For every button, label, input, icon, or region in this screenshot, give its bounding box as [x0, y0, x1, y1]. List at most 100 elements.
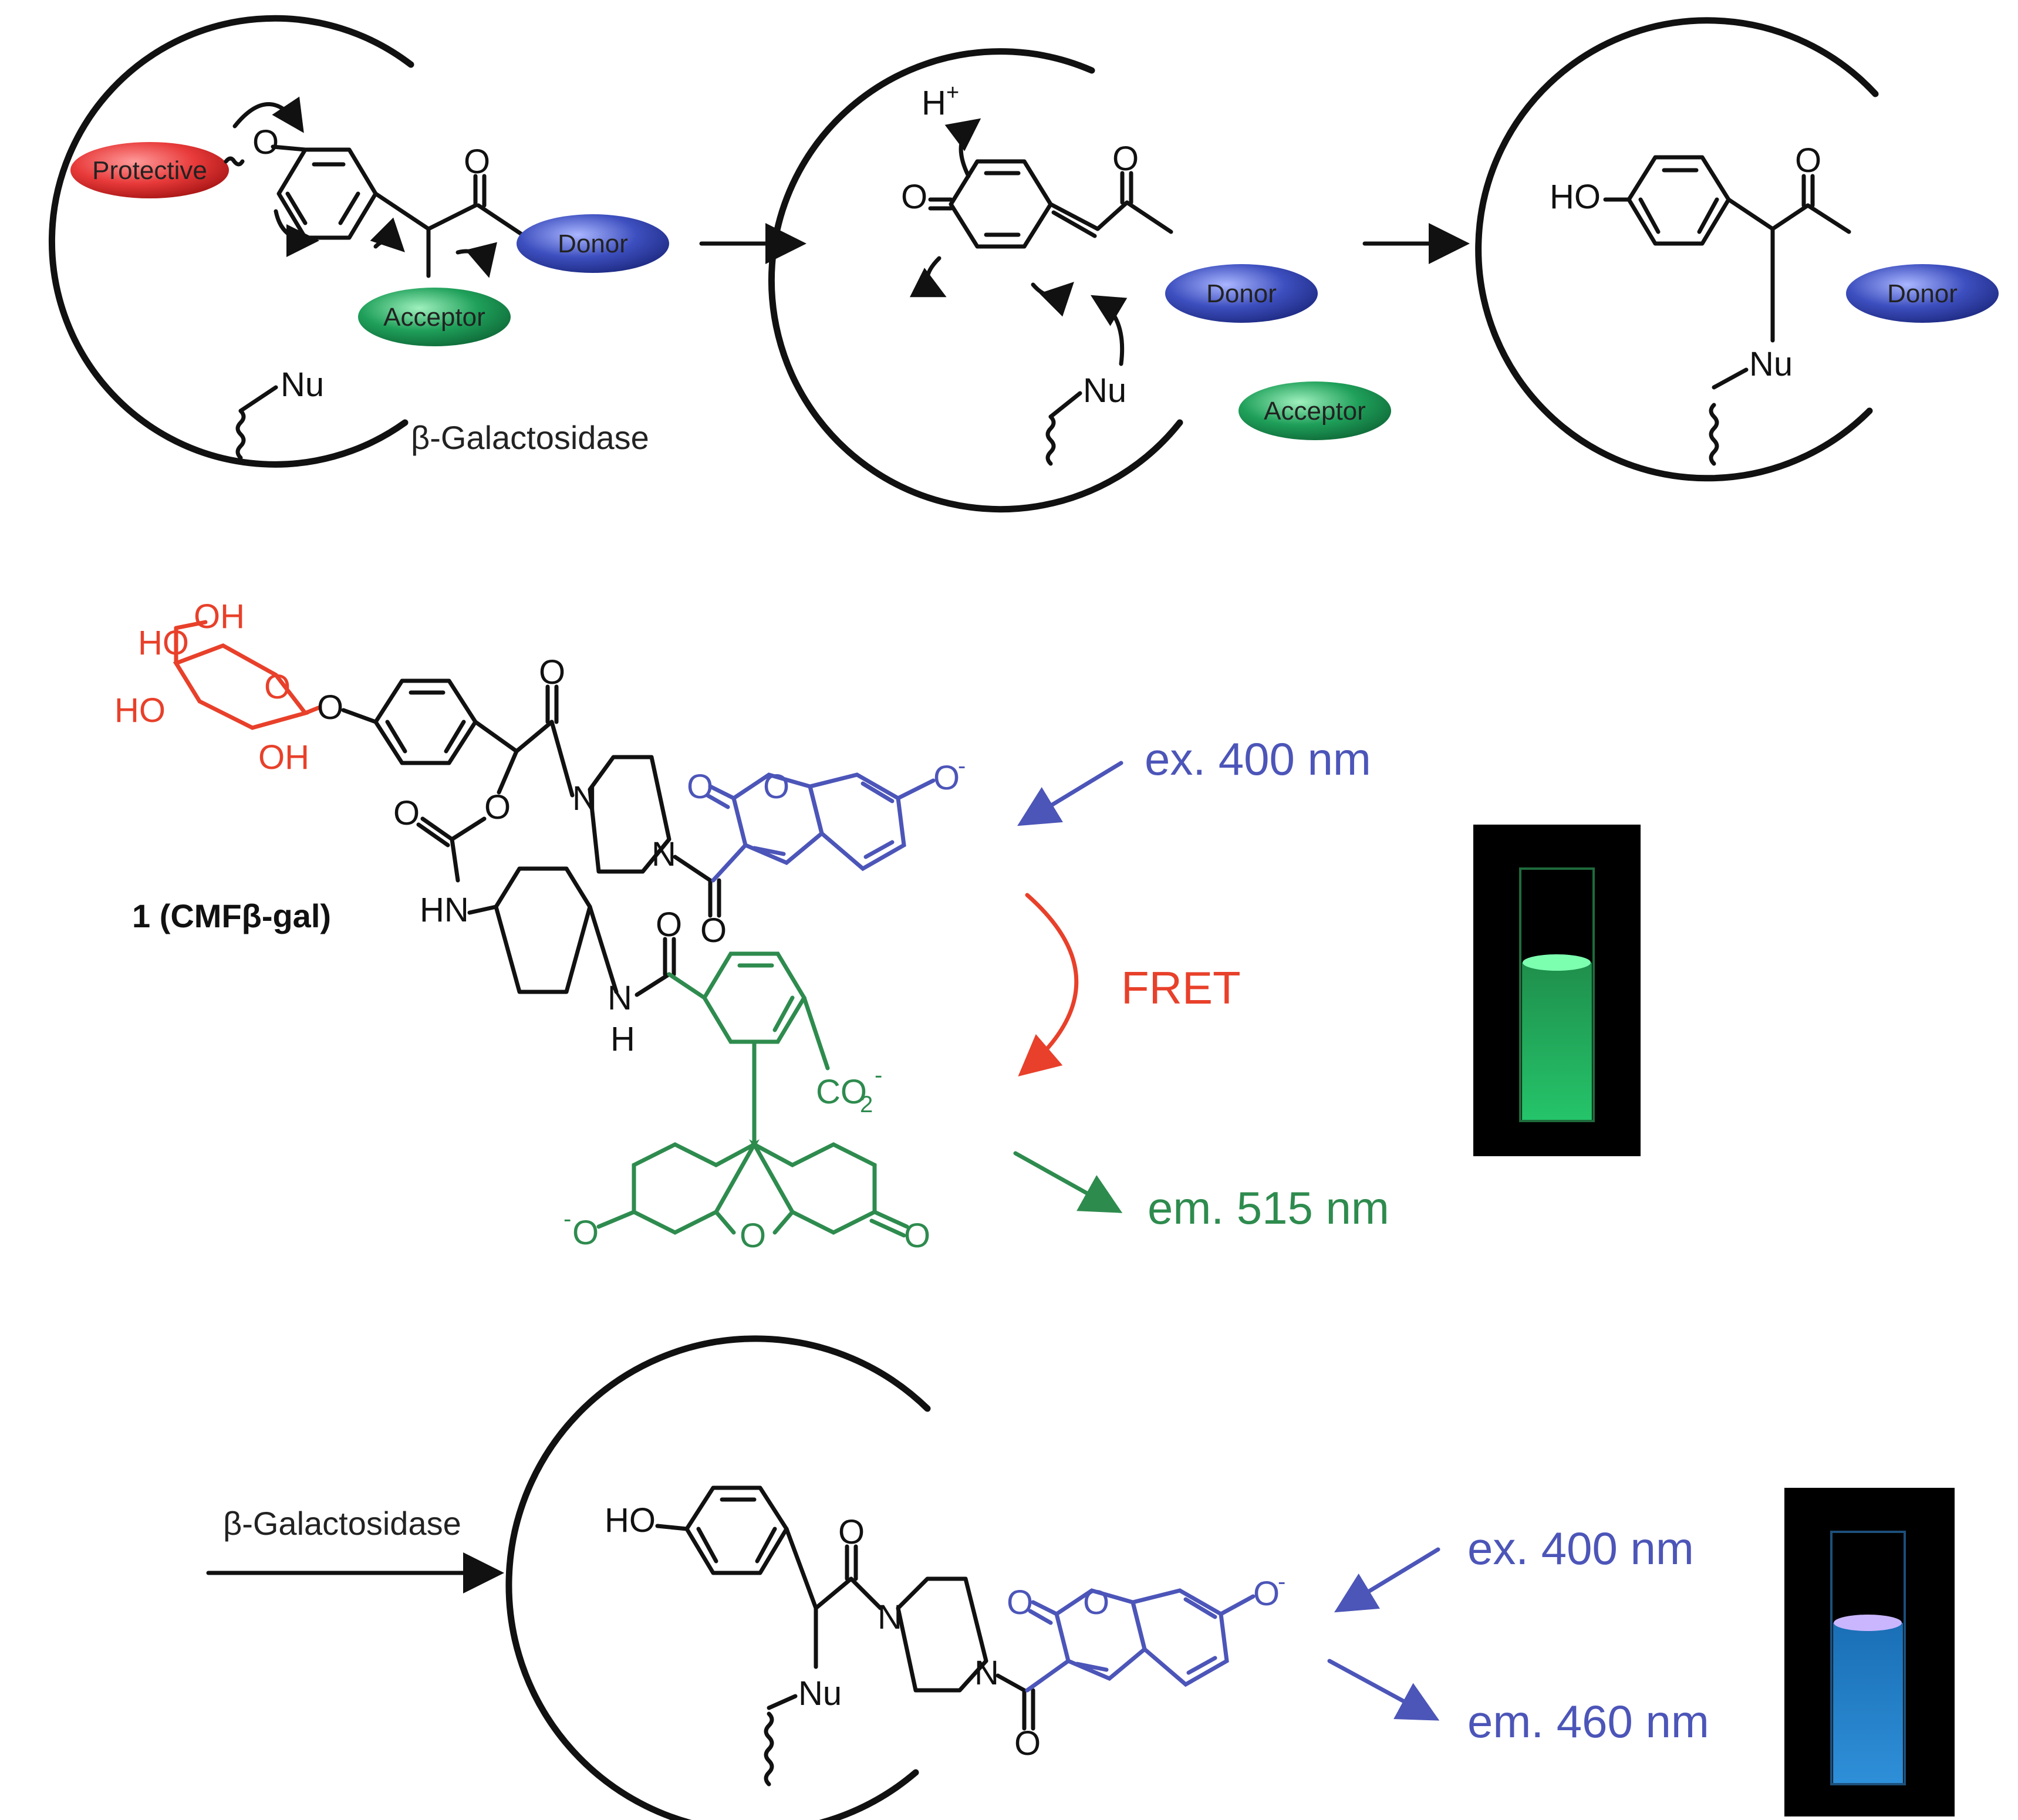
atom-nu: Nu — [1083, 372, 1126, 410]
charge-minus: - — [958, 753, 966, 779]
atom-o: O — [901, 178, 927, 216]
excitation-label: ex. 400 nm — [1145, 733, 1371, 785]
atom-carbonyl-o: O — [1795, 141, 1821, 180]
enzyme-pocket — [505, 1335, 931, 1820]
co2-subscript: 2 — [860, 1092, 873, 1117]
fluorescein-unit: CO 2 - O O - O — [563, 951, 930, 1255]
mechanism-step-1: Protective O O Donor Acceptor Nu β-Galac… — [48, 15, 669, 468]
cuvette-green-photo — [1473, 825, 1641, 1156]
coumarin-unit: O O O - — [1007, 1569, 1285, 1693]
atom-co2: CO — [816, 1073, 867, 1111]
acceptor-pill — [1239, 381, 1391, 440]
wavy-bond — [224, 156, 245, 167]
atom-n-2: N — [652, 835, 676, 873]
excitation-arrow — [1334, 1547, 1440, 1613]
cyclohexyl-ring — [494, 866, 592, 994]
wavy-chain — [235, 408, 246, 460]
protective-pill — [70, 142, 229, 198]
curved-arrow — [909, 256, 947, 298]
atom-ho-2: HO — [114, 691, 166, 730]
benzene-ring — [276, 147, 378, 240]
atom-ring-o: O — [1083, 1583, 1109, 1622]
curved-arrow — [944, 118, 981, 178]
piperazine-ring — [896, 1576, 988, 1693]
acceptor-pill — [358, 288, 511, 346]
atom-carbonyl-o: O — [539, 653, 565, 691]
atom-ring-o: O — [763, 768, 789, 806]
donor-label: Donor — [1887, 279, 1958, 308]
piperazine-ring — [588, 755, 671, 874]
atom-h: H — [922, 84, 946, 122]
curved-arrow — [232, 96, 304, 133]
curved-arrow — [455, 242, 497, 278]
cuvette-blue-photo — [1784, 1488, 1955, 1816]
galactose-unit: OH HO HO OH O — [114, 597, 322, 776]
atom-nu: Nu — [281, 366, 324, 404]
atom-amide-o: O — [700, 911, 727, 950]
curved-arrow — [1031, 282, 1074, 317]
charge-minus: - — [1278, 1569, 1285, 1595]
emission-label-2: em. 460 nm — [1467, 1696, 1709, 1747]
wavy-chain — [764, 1711, 774, 1787]
curved-arrow — [1090, 295, 1128, 366]
atom-oh-bottom: OH — [258, 738, 309, 776]
atom-phenolate-o: O — [572, 1214, 599, 1252]
enzyme-label: β-Galactosidase — [411, 419, 649, 456]
emission-label: em. 515 nm — [1148, 1182, 1389, 1234]
atom-amide-h: H — [610, 1020, 635, 1058]
atom-carbonyl-o: O — [1112, 140, 1139, 178]
donor-label: Donor — [1206, 279, 1277, 308]
donor-label: Donor — [558, 229, 628, 258]
probe-structure: OH HO HO OH O O O N N O — [114, 597, 966, 1255]
atom-carbonyl-o: O — [464, 143, 490, 181]
product-structure: HO O N N O Nu O O — [505, 1335, 1285, 1820]
emission-arrow — [1013, 1151, 1123, 1213]
donor-pill — [1846, 264, 1999, 323]
excitation-label-2: ex. 400 nm — [1467, 1522, 1694, 1574]
protective-label: Protective — [92, 156, 207, 185]
atom-ketone-o: O — [904, 1217, 930, 1255]
compound-label: 1 (CMFβ-gal) — [132, 897, 331, 934]
donor-pill — [1165, 264, 1318, 323]
enzyme-arrow-label: β-Galactosidase — [223, 1505, 461, 1542]
acceptor-label: Acceptor — [383, 303, 485, 332]
charge-minus: - — [563, 1206, 571, 1232]
fret-label: FRET — [1121, 962, 1241, 1014]
atom-nu: Nu — [1749, 345, 1793, 383]
acceptor-label: Acceptor — [1264, 397, 1366, 426]
enzyme-pocket — [768, 48, 1183, 513]
charge-minus: - — [875, 1062, 882, 1088]
atom-n-2: N — [974, 1654, 999, 1692]
atom-ho: HO — [605, 1501, 656, 1539]
atom-o-glycosidic: O — [317, 688, 343, 727]
atom-lactone-o: O — [687, 768, 713, 806]
mechanism-step-2: H + O O Donor Nu Acceptor — [768, 48, 1391, 513]
charge-plus: + — [946, 80, 959, 105]
mechanism-step-3: HO O Donor Nu — [1475, 17, 1999, 482]
atom-amide-n: N — [608, 979, 632, 1017]
atom-oh-top: OH — [194, 597, 245, 636]
atom-hn: HN — [420, 891, 469, 929]
atom-carbamate-o: O — [393, 794, 420, 832]
atom-amide-o: O — [1014, 1724, 1041, 1762]
atom-lactone-o: O — [1007, 1583, 1033, 1622]
fret-arrow — [1018, 893, 1079, 1077]
enzyme-pocket — [48, 15, 414, 468]
atom-ho-1: HO — [138, 624, 189, 662]
atom-amide2-o: O — [656, 906, 682, 944]
atom-ester-o: O — [484, 788, 511, 826]
atom-xanthene-o: O — [740, 1217, 766, 1255]
emission-arrow — [1327, 1659, 1440, 1721]
coumarin-unit: O O O - — [687, 753, 966, 883]
donor-pill — [517, 214, 669, 273]
atom-nu: Nu — [798, 1674, 842, 1713]
wavy-chain — [1045, 414, 1056, 466]
atom-ring-o: O — [264, 668, 291, 706]
wavy-chain — [1709, 403, 1719, 466]
atom-ho: HO — [1550, 178, 1601, 216]
excitation-arrow — [1017, 761, 1123, 826]
atom-phenolate-o: O — [933, 759, 960, 797]
enzyme-pocket — [1475, 17, 1879, 482]
atom-phenolate-o: O — [1253, 1575, 1280, 1613]
